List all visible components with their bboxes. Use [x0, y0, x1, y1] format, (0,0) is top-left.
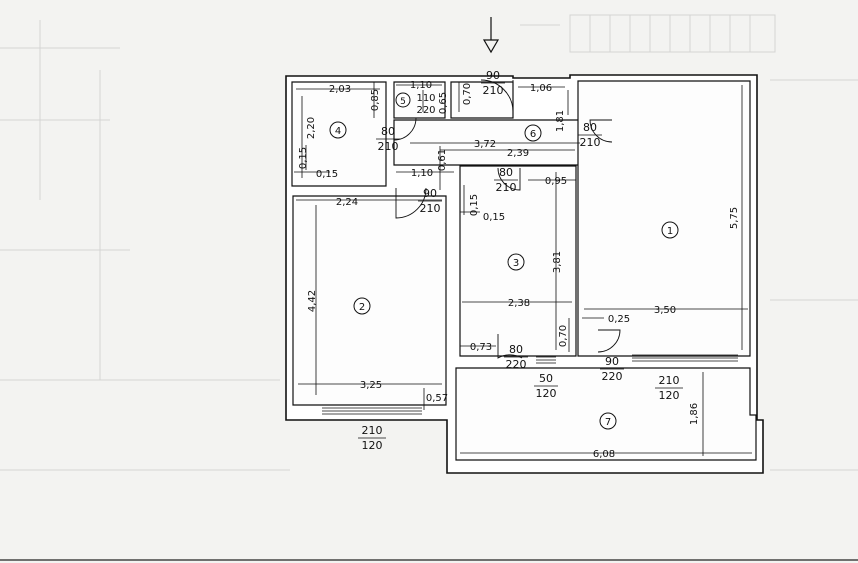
dim-label: 3,50: [654, 305, 676, 316]
dim-label: 110: [416, 93, 435, 104]
svg-text:90: 90: [423, 187, 437, 200]
dim-label: 3,81: [552, 251, 563, 273]
opening-labels: 90 210 80 210 80 210 80 210 90 210 80 22…: [358, 69, 683, 452]
windows: [322, 354, 738, 415]
dim-label: 2,38: [508, 298, 530, 309]
svg-text:210: 210: [362, 424, 383, 437]
dim-label: 0,57: [426, 393, 448, 404]
room-5-number: 5: [400, 97, 406, 107]
svg-text:80: 80: [583, 121, 597, 134]
opening-door-loggia-left: 80 220: [504, 343, 528, 371]
room-7-marker: 7: [599, 412, 617, 430]
svg-text:90: 90: [605, 355, 619, 368]
dimension-labels: 2,03 0,85 2,20 0,15 0,15 1,10 110 220 0,…: [298, 80, 740, 460]
svg-text:210: 210: [496, 181, 517, 194]
svg-text:80: 80: [509, 343, 523, 356]
dim-label: 1,06: [530, 83, 552, 94]
dim-label: 1,10: [411, 168, 433, 179]
dim-label: 0,73: [470, 342, 492, 353]
svg-text:50: 50: [539, 372, 553, 385]
room-1-marker: 1: [661, 221, 679, 239]
svg-text:120: 120: [362, 439, 383, 452]
dim-label: 5,75: [729, 207, 740, 229]
dim-label: 0,70: [462, 83, 473, 105]
opening-door-room-4: 80 210: [376, 125, 400, 153]
dim-label: 220: [416, 105, 435, 116]
dim-label: 1,86: [689, 403, 700, 425]
entrance-arrow-icon: [482, 17, 500, 54]
opening-entrance-door: 90 210: [481, 69, 505, 97]
room-6-number: 6: [530, 129, 536, 140]
svg-text:220: 220: [506, 358, 527, 371]
opening-door-room-3: 80 210: [494, 166, 518, 194]
dim-label: 2,20: [306, 117, 317, 139]
dim-label: 6,08: [593, 449, 615, 460]
dim-label: 0,61: [437, 149, 448, 171]
dim-label: 4,42: [307, 290, 318, 312]
dimension-lines: [294, 82, 752, 456]
dim-label: 0,70: [558, 325, 569, 347]
dim-label: 1,10: [410, 80, 432, 91]
dim-label: 0,65: [438, 92, 449, 114]
dim-label: 1,81: [555, 110, 566, 132]
room-labels: 1 2 3 4 5 6 7: [329, 92, 679, 430]
svg-text:120: 120: [536, 387, 557, 400]
svg-text:210: 210: [420, 202, 441, 215]
door-swings: [393, 79, 621, 359]
dim-label: 0,95: [545, 176, 567, 187]
room-2-number: 2: [359, 302, 365, 313]
opening-window-room-1: 210 120: [655, 374, 683, 402]
dim-label: 2,03: [329, 84, 351, 95]
svg-text:210: 210: [378, 140, 399, 153]
room-4-marker: 4: [329, 121, 347, 139]
svg-text:80: 80: [499, 166, 513, 179]
opening-window-room-2: 210 120: [358, 424, 386, 452]
svg-text:210: 210: [580, 136, 601, 149]
dim-label: 0,15: [483, 212, 505, 223]
svg-text:80: 80: [381, 125, 395, 138]
dim-label: 3,72: [474, 139, 496, 150]
dim-label: 2,24: [336, 197, 358, 208]
room-3-marker: 3: [507, 253, 525, 271]
dim-label: 0,25: [608, 314, 630, 325]
svg-text:120: 120: [659, 389, 680, 402]
background-ghost-lines: [0, 14, 858, 561]
dim-label: 2,39: [507, 148, 529, 159]
svg-text:220: 220: [602, 370, 623, 383]
dim-label: 0,15: [469, 194, 480, 216]
dim-label: 0,15: [316, 169, 338, 180]
svg-text:210: 210: [659, 374, 680, 387]
opening-door-room-1: 80 210: [578, 121, 602, 149]
room-6-marker: 6: [524, 124, 542, 142]
room-5-marker: 5: [395, 92, 411, 108]
room-1-number: 1: [667, 226, 673, 237]
opening-door-loggia-right: 90 220: [600, 355, 624, 383]
dim-label: 0,15: [298, 147, 309, 169]
room-7-number: 7: [605, 417, 611, 428]
room-2-marker: 2: [353, 297, 371, 315]
svg-text:90: 90: [486, 69, 500, 82]
opening-window-small: 50 120: [534, 372, 558, 400]
svg-text:210: 210: [483, 84, 504, 97]
dim-label: 0,85: [370, 89, 381, 111]
room-4-number: 4: [335, 126, 341, 137]
room-3-number: 3: [513, 258, 519, 269]
opening-door-room-2: 90 210: [418, 187, 442, 215]
dim-label: 3,25: [360, 380, 382, 391]
